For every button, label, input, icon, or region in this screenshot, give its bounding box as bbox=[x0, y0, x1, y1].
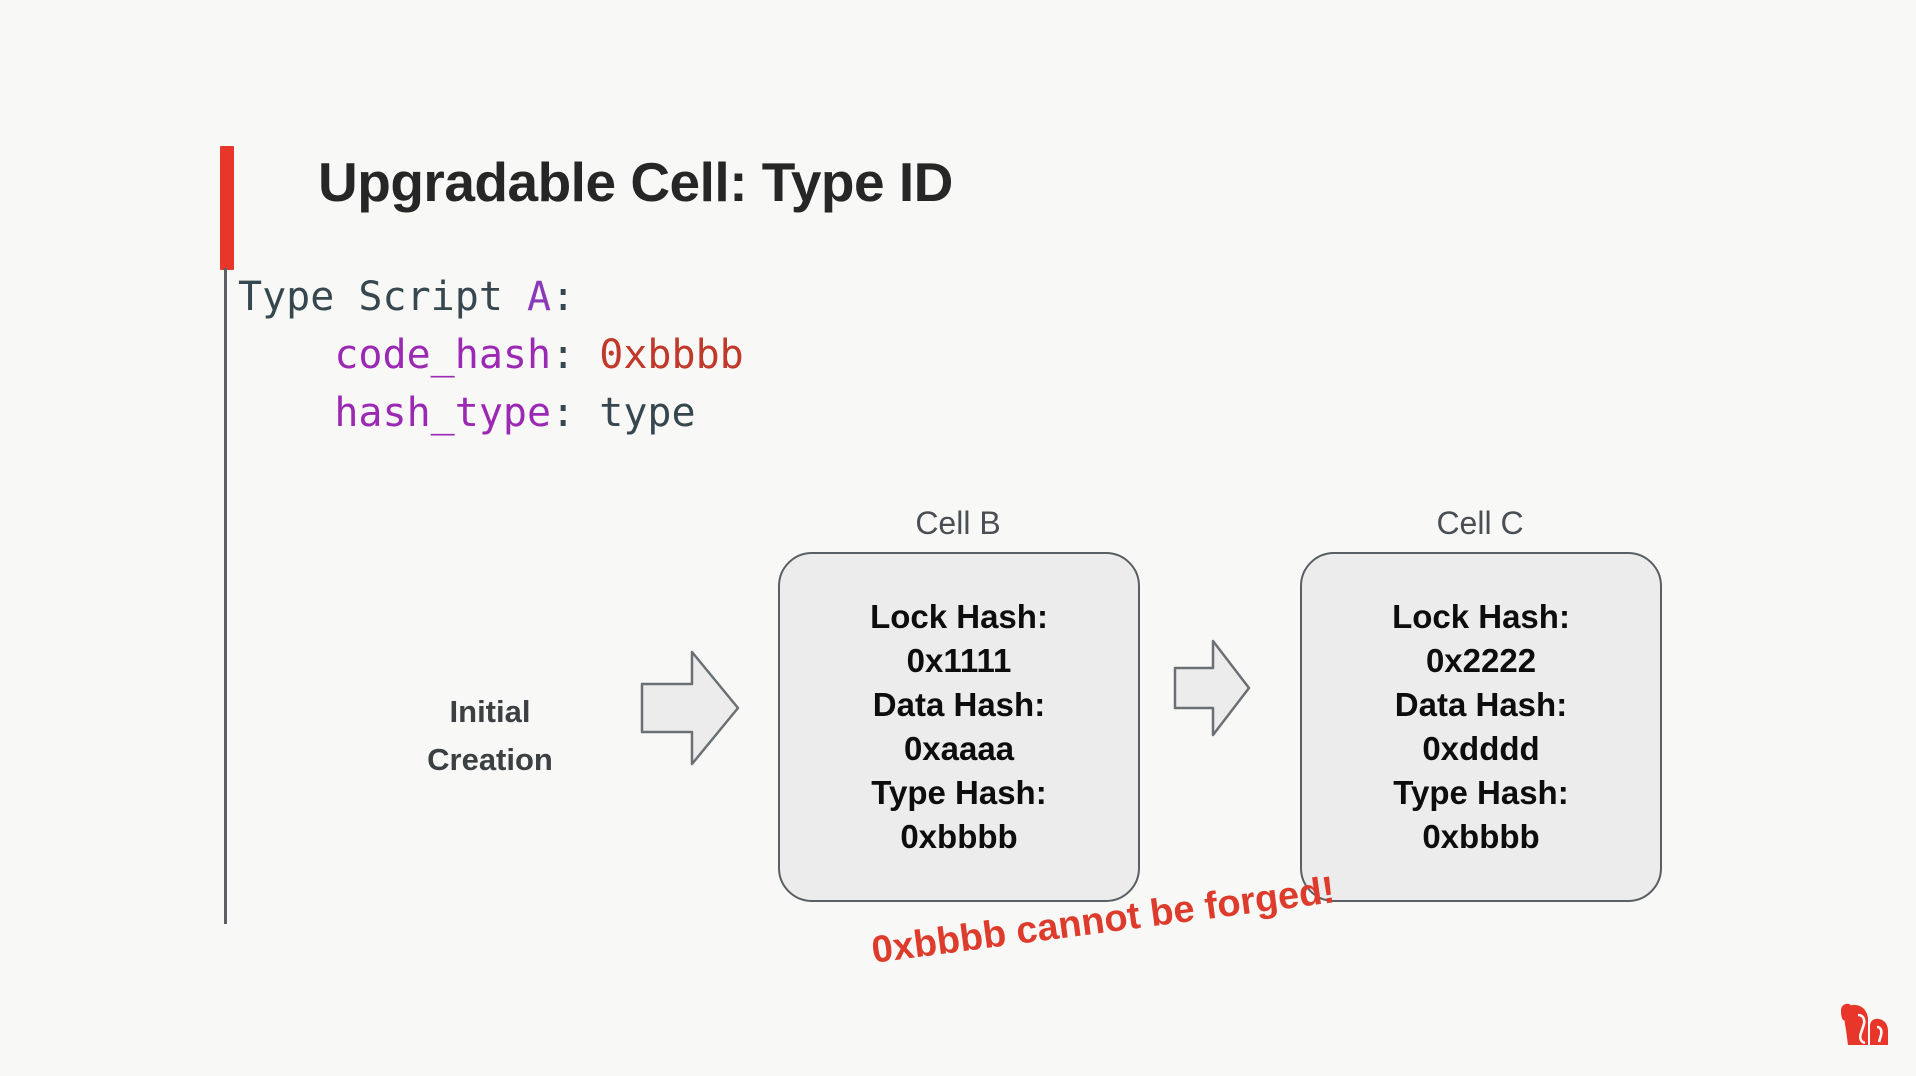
code-key-code-hash: code_hash bbox=[334, 332, 552, 378]
cell-c-box: Lock Hash: 0x2222 Data Hash: 0xdddd Type… bbox=[1300, 552, 1662, 902]
block-arrow-right-icon bbox=[640, 648, 740, 768]
cell-c-line: 0x2222 bbox=[1425, 642, 1537, 679]
title-accent-bar bbox=[220, 146, 234, 270]
cell-c-title: Cell C bbox=[1436, 505, 1524, 541]
code-value-code-hash: 0xbbbb bbox=[599, 332, 744, 378]
cell-c-line: Type Hash: bbox=[1393, 774, 1569, 811]
nervos-gorilla-logo bbox=[1836, 1000, 1898, 1062]
cell-c-line: Lock Hash: bbox=[1392, 598, 1570, 635]
block-arrow-right-icon bbox=[1173, 638, 1251, 738]
cell-b-box: Lock Hash: 0x1111 Data Hash: 0xaaaa Type… bbox=[778, 552, 1140, 902]
cell-c-line: Data Hash: bbox=[1394, 686, 1568, 723]
code-line1-identifier: A bbox=[526, 274, 552, 320]
initial-creation-label: Initial Creation bbox=[427, 694, 553, 777]
code-line3-colon: : bbox=[551, 390, 600, 436]
cell-c-line: 0xdddd bbox=[1422, 730, 1540, 767]
code-line1-label: Type Script bbox=[238, 274, 527, 320]
left-vertical-rule bbox=[224, 268, 227, 924]
code-value-hash-type: type bbox=[599, 390, 696, 436]
page-title: Upgradable Cell: Type ID bbox=[318, 151, 953, 213]
code-line1-colon: : bbox=[551, 274, 576, 320]
code-line2-colon: : bbox=[551, 332, 600, 378]
cell-c-line: 0xbbbb bbox=[1422, 818, 1540, 855]
cell-b-line: Type Hash: bbox=[871, 774, 1047, 811]
cell-b-line: Lock Hash: bbox=[870, 598, 1048, 635]
cell-b-line: 0xaaaa bbox=[903, 730, 1015, 767]
code-key-hash-type: hash_type bbox=[334, 390, 552, 436]
cell-b-line: 0x1111 bbox=[906, 642, 1012, 679]
type-script-code-block: Type Script A: code_hash: 0xbbbb hash_ty… bbox=[238, 268, 744, 442]
cell-b-title: Cell B bbox=[915, 505, 1001, 541]
cell-b-line: 0xbbbb bbox=[900, 818, 1018, 855]
cell-b-line: Data Hash: bbox=[872, 686, 1046, 723]
